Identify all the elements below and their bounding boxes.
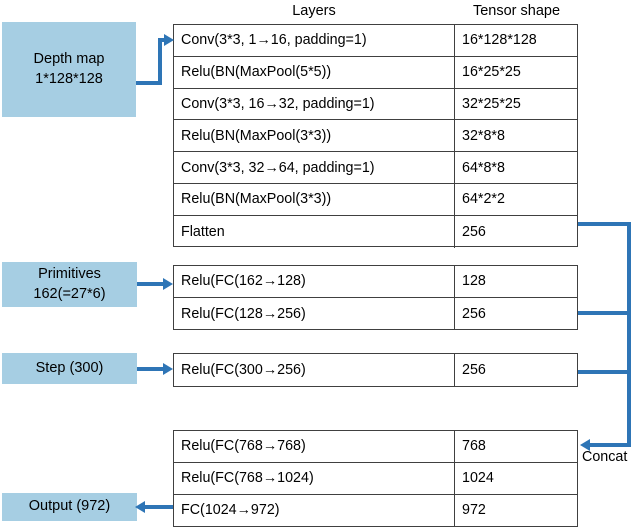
layer-cell: Flatten <box>174 215 455 248</box>
table-row: Relu(FC(768→1024) 1024 <box>174 462 577 495</box>
table-row: Conv(3*3, 32→64, padding=1) 64*8*8 <box>174 152 577 184</box>
table-row: Relu(FC(300→256) 256 <box>174 354 577 386</box>
shape-cell: 32*8*8 <box>462 127 505 144</box>
table-row: Conv(3*3, 16→32, padding=1) 32*25*25 <box>174 88 577 121</box>
layer-cell: FC(1024→972) <box>174 494 455 527</box>
connector-concat-bus-vertical <box>627 222 631 445</box>
connector-depth-map-segment-horizontal-top <box>158 38 169 42</box>
layer-cell: Relu(FC(768→1024) <box>174 462 455 494</box>
input-box-primitives: Primitives 162(=27*6) <box>2 262 137 307</box>
arrowhead-primitives-to-table <box>163 277 173 290</box>
connector-output-segment <box>140 505 173 509</box>
shape-cell: 972 <box>462 502 486 519</box>
connector-depth-map-segment-vertical <box>158 38 162 85</box>
shape-cell: 256 <box>462 305 486 322</box>
shape-cell: 1024 <box>462 470 494 487</box>
shape-cell: 32*25*25 <box>462 95 521 112</box>
shape-cell: 64*8*8 <box>462 159 505 176</box>
connector-concat-branch-step <box>578 370 631 374</box>
table-row: Relu(BN(MaxPool(3*3)) 64*2*2 <box>174 183 577 216</box>
arrowhead-step-to-table <box>163 362 173 375</box>
table-row: Relu(BN(MaxPool(5*5)) 16*25*25 <box>174 56 577 89</box>
layer-cell: Relu(BN(MaxPool(5*5)) <box>174 56 455 88</box>
layer-cell: Conv(3*3, 32→64, padding=1) <box>174 152 455 183</box>
shape-cell: 256 <box>462 223 486 240</box>
step-layers-table: Relu(FC(300→256) 256 <box>173 353 578 387</box>
table-row: Relu(FC(128→256) 256 <box>174 297 577 330</box>
primitives-label-line1: Primitives <box>38 266 101 283</box>
connector-depth-map-segment-horizontal <box>136 81 162 85</box>
connector-primitives-segment <box>137 282 165 286</box>
table-row: Conv(3*3, 1→16, padding=1) 16*128*128 <box>174 25 577 57</box>
primitives-layers-table: Relu(FC(162→128) 128 Relu(FC(128→256) 25… <box>173 265 578 330</box>
concat-label: Concat <box>582 449 628 465</box>
shape-cell: 16*128*128 <box>462 32 537 49</box>
layer-cell: Conv(3*3, 16→32, padding=1) <box>174 88 455 120</box>
connector-step-segment <box>137 367 165 371</box>
shape-cell: 128 <box>462 273 486 290</box>
layer-cell: Relu(FC(162→128) <box>174 266 455 297</box>
shape-cell: 256 <box>462 361 486 378</box>
shape-cell: 64*2*2 <box>462 191 505 208</box>
table-row: Relu(FC(768→768) 768 <box>174 431 577 463</box>
arrowhead-table-to-output <box>135 500 145 513</box>
output-layers-table: Relu(FC(768→768) 768 Relu(FC(768→1024) 1… <box>173 430 578 527</box>
arrowhead-depth-map-to-conv <box>164 33 174 46</box>
shape-cell: 16*25*25 <box>462 64 521 81</box>
depth-map-label-line2: 1*128*128 <box>35 70 103 87</box>
output-box: Output (972) <box>2 493 137 521</box>
input-box-step: Step (300) <box>2 353 137 384</box>
layer-cell: Relu(FC(300→256) <box>174 354 455 386</box>
shape-cell: 768 <box>462 438 486 455</box>
table-row: Flatten 256 <box>174 215 577 248</box>
step-label: Step (300) <box>35 359 104 376</box>
primitives-label-line2: 162(=27*6) <box>33 285 106 302</box>
conv-layers-table: Conv(3*3, 1→16, padding=1) 16*128*128 Re… <box>173 24 578 248</box>
connector-concat-branch-primitives <box>578 311 631 315</box>
connector-concat-to-head <box>590 443 631 447</box>
input-box-depth-map: Depth map 1*128*128 <box>2 22 136 117</box>
table-row: FC(1024→972) 972 <box>174 494 577 527</box>
arrowhead-concat-to-head <box>580 438 590 451</box>
layer-cell: Relu(FC(128→256) <box>174 297 455 330</box>
table-row: Relu(FC(162→128) 128 <box>174 266 577 298</box>
depth-map-label-line1: Depth map <box>33 51 105 68</box>
table-row: Relu(BN(MaxPool(3*3)) 32*8*8 <box>174 120 577 153</box>
output-label: Output (972) <box>28 498 111 515</box>
layer-cell: Relu(FC(768→768) <box>174 431 455 462</box>
connector-concat-branch-flatten <box>578 222 631 226</box>
column-header-tensor-shape: Tensor shape <box>472 3 561 19</box>
layer-cell: Conv(3*3, 1→16, padding=1) <box>174 25 455 56</box>
layer-cell: Relu(BN(MaxPool(3*3)) <box>174 183 455 215</box>
column-header-layers: Layers <box>292 3 336 19</box>
layer-cell: Relu(BN(MaxPool(3*3)) <box>174 120 455 152</box>
